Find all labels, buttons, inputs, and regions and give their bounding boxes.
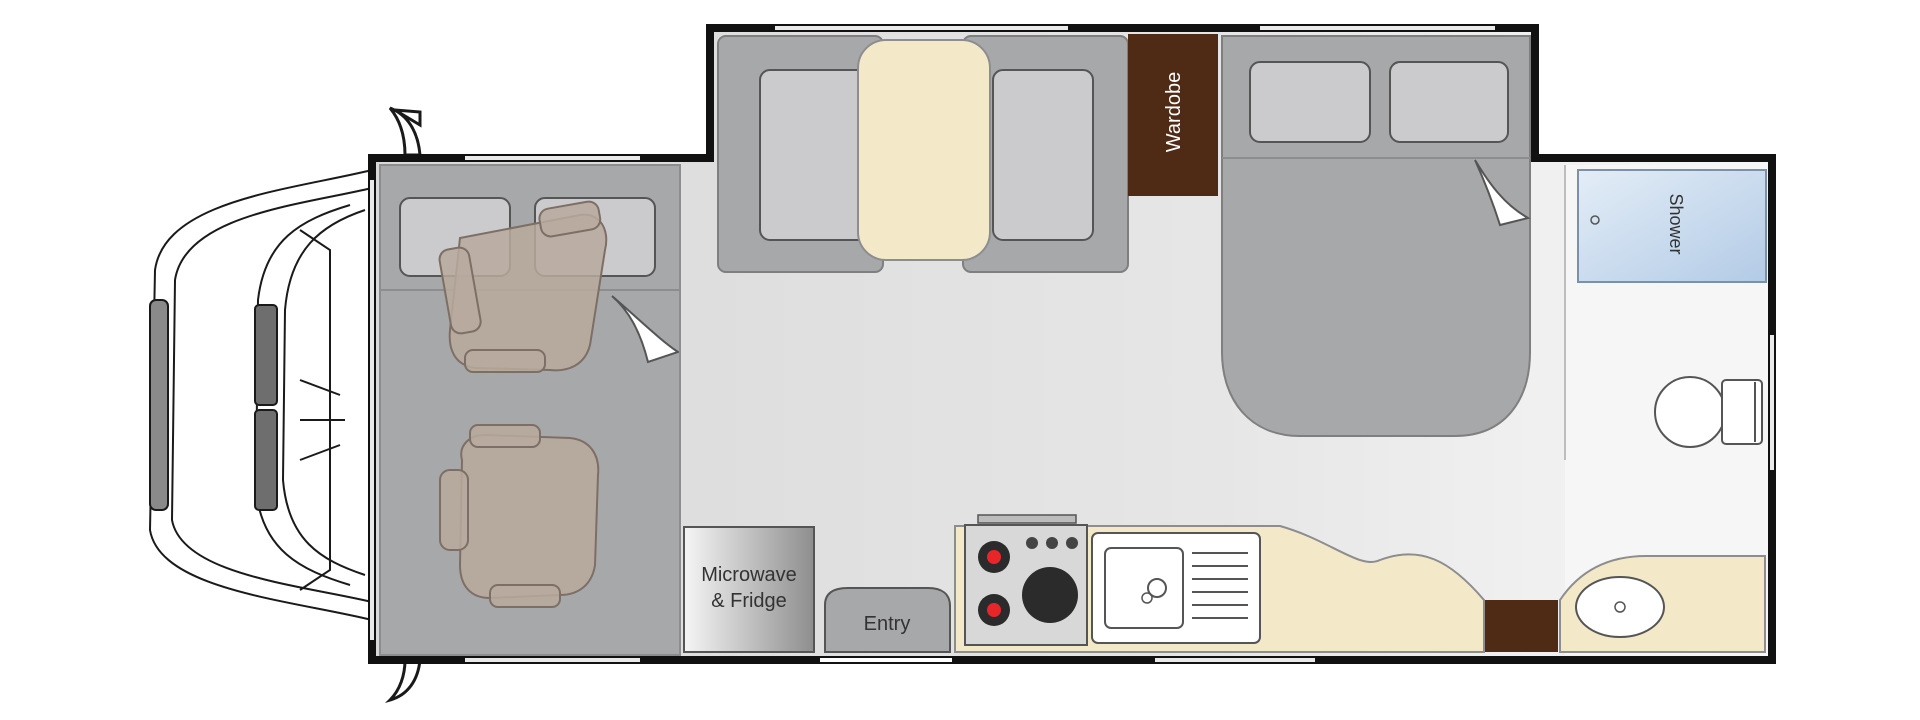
hob-ring-bottom-element — [987, 603, 1001, 617]
dinette-cushion-right — [992, 69, 1094, 241]
microwave-label-line1: Microwave — [701, 564, 797, 586]
wardrobe-label: Wardobe — [1163, 72, 1185, 152]
entry-step — [824, 587, 951, 653]
kitchen-drainer — [1192, 552, 1248, 619]
hob-knob-2 — [1046, 537, 1058, 549]
vehicle-cab — [148, 169, 373, 621]
washroom-basin — [1575, 576, 1665, 638]
cab-door-swing — [611, 295, 681, 364]
swivel-chair-top — [438, 200, 608, 373]
entry-label: Entry — [864, 613, 911, 635]
microwave-label-line2: & Fridge — [711, 590, 787, 612]
grille-vent-top — [254, 304, 278, 406]
dinette-table — [857, 39, 991, 261]
hob-lid — [977, 514, 1077, 524]
windows — [370, 26, 1774, 662]
hob-knob-3 — [1066, 537, 1078, 549]
bed-door-swing — [1474, 159, 1531, 227]
bumper — [149, 299, 169, 511]
mirror-top — [388, 106, 422, 157]
bed-pillow-left — [1249, 61, 1371, 143]
mirror-bottom — [384, 658, 422, 703]
wardrobe — [1128, 34, 1218, 196]
shower-tray — [1577, 169, 1767, 283]
kitchen-sink-bowl — [1104, 547, 1184, 629]
washroom-basin-drain — [1614, 601, 1626, 613]
hob-ring-top-element — [987, 550, 1001, 564]
washroom-cabinet — [1484, 600, 1558, 652]
hob-burner-large — [1022, 567, 1078, 623]
swivel-chair-bottom — [439, 424, 600, 608]
shower-drain — [1590, 215, 1600, 225]
hob-knob-1 — [1026, 537, 1038, 549]
kitchen-tap — [1141, 592, 1153, 604]
bed-pillow-right — [1389, 61, 1509, 143]
toilet — [1654, 376, 1763, 448]
kitchen-sink-drain — [1147, 578, 1167, 598]
dinette-cushion-left — [759, 69, 871, 241]
grille-vent-bottom — [254, 409, 278, 511]
shower-label: Shower — [1666, 193, 1686, 254]
microwave-fridge — [683, 526, 815, 653]
